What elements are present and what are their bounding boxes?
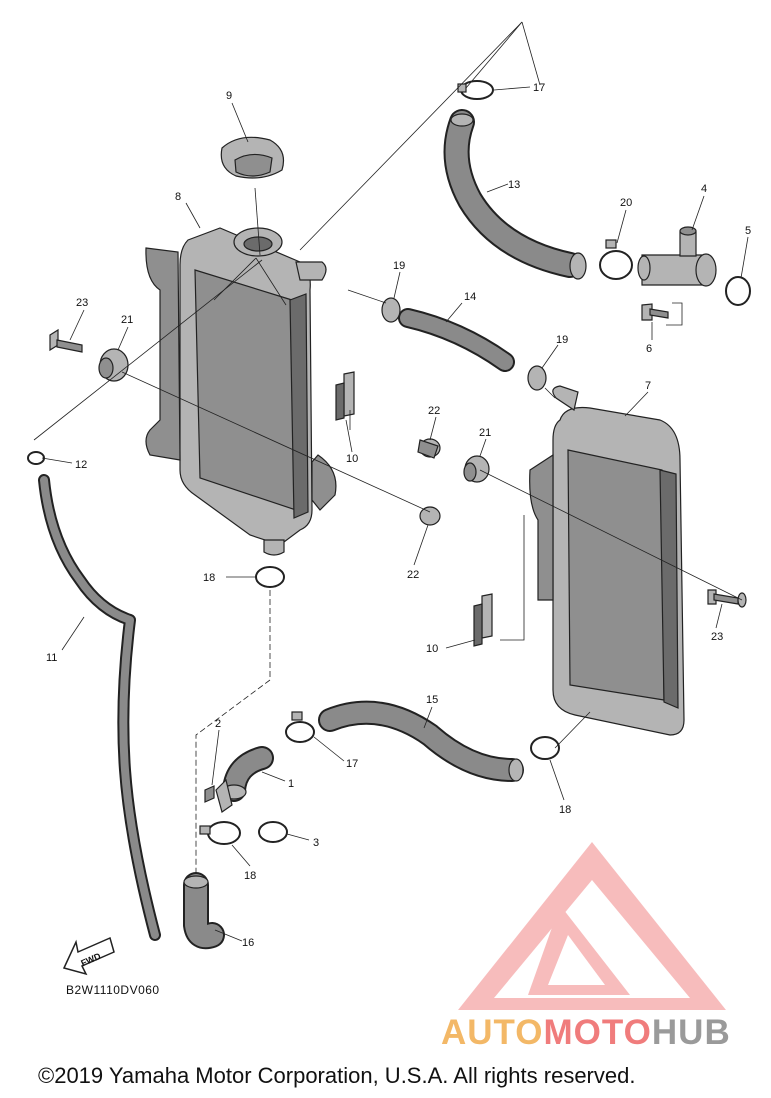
callout-22-upper: 22: [428, 405, 440, 417]
watermark-triangle-logo: [458, 842, 726, 1010]
watermark-wordmark: AUTOMOTOHUB: [441, 1013, 731, 1053]
callout-8: 8: [175, 191, 181, 203]
callout-16: 16: [242, 937, 254, 949]
callout-21-left: 21: [121, 314, 133, 326]
callout-23-right: 23: [711, 631, 723, 643]
callout-18-right: 18: [559, 804, 571, 816]
callout-17-lower: 17: [346, 758, 358, 770]
callout-3: 3: [313, 837, 319, 849]
callout-22-lower: 22: [407, 569, 419, 581]
radiator-right: [529, 385, 685, 736]
hose-14: [398, 308, 515, 372]
callout-20: 20: [620, 197, 632, 209]
callout-18-lower: 18: [244, 870, 256, 882]
callout-15: 15: [426, 694, 438, 706]
callout-19-upper: 19: [393, 260, 405, 272]
hose-13: [443, 109, 587, 280]
callout-17-top: 17: [533, 82, 545, 94]
callout-21-right: 21: [479, 427, 491, 439]
callout-10-right: 10: [426, 643, 438, 655]
hose-15: [318, 700, 524, 782]
hose-16: [183, 872, 225, 950]
callout-13: 13: [508, 179, 520, 191]
copyright-notice: ©2019 Yamaha Motor Corporation, U.S.A. A…: [38, 1063, 636, 1088]
callout-9: 9: [226, 90, 232, 102]
callout-19-lower: 19: [556, 334, 568, 346]
callout-7: 7: [645, 380, 651, 392]
hose-11: [38, 474, 161, 941]
callout-10-left: 10: [346, 453, 358, 465]
callout-1: 1: [288, 778, 294, 790]
callout-18-upper: 18: [203, 572, 215, 584]
radiator-cap: [220, 136, 285, 179]
pipe-joint-1: [215, 746, 274, 813]
callout-14: 14: [464, 291, 476, 303]
radiator-left: [145, 227, 337, 556]
callout-11: 11: [46, 652, 57, 664]
callout-4: 4: [701, 183, 707, 195]
guide-lines: [33, 21, 743, 876]
diagram-code: B2W1110DV060: [66, 983, 160, 997]
callout-labels: 17 13 9 8 20 4 5 19 14 23 21 6 19 7 22 2…: [46, 82, 751, 949]
watermark-part-1: AUTO: [441, 1013, 544, 1052]
fwd-arrow: FWD: [62, 936, 115, 976]
callout-23-left: 23: [76, 297, 88, 309]
watermark-part-2: MOTO: [543, 1013, 652, 1052]
leader-lines: [41, 86, 749, 942]
callout-6: 6: [646, 343, 652, 355]
callout-12: 12: [75, 459, 87, 471]
watermark-part-3: HUB: [651, 1013, 731, 1052]
pipe-joint-4: [637, 226, 717, 287]
callout-5: 5: [745, 225, 751, 237]
callout-2: 2: [215, 718, 221, 730]
